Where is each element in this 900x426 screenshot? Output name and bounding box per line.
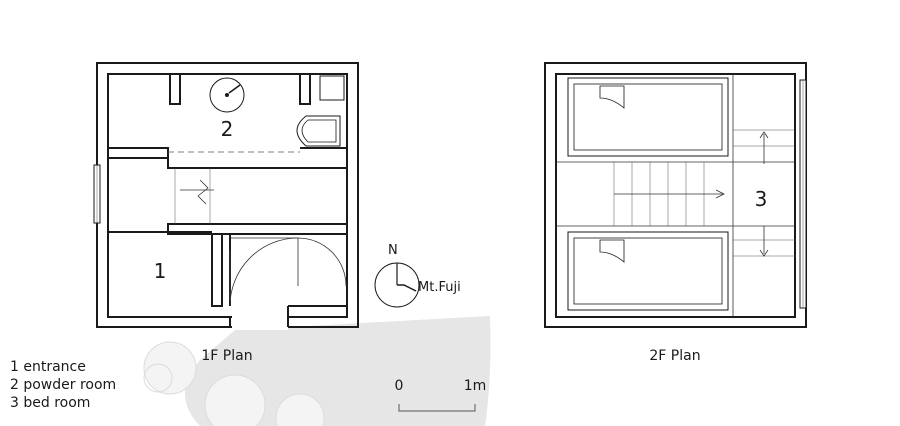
entrance-door	[108, 231, 347, 307]
legend-item-powder-room: 2 powder room	[10, 377, 116, 393]
compass: N Mt.Fuji	[374, 243, 461, 308]
second-floor-inner-wall	[555, 73, 796, 318]
second-floor-plan: 3 2F Plan	[544, 62, 807, 364]
upper-bed	[567, 77, 729, 157]
east-storage	[732, 74, 795, 317]
upper-stair	[556, 161, 795, 227]
washbasin	[209, 77, 245, 113]
scale-start-label: 0	[395, 378, 404, 394]
second-floor-title: 2F Plan	[649, 348, 700, 364]
first-floor-inner-wall	[107, 73, 348, 318]
legend-item-entrance: 1 entrance	[10, 359, 86, 375]
south-opening	[229, 305, 347, 330]
first-floor-plan: 2 1 1F Plan	[93, 62, 359, 364]
room-label-bedroom: 3	[755, 187, 768, 211]
toilet	[296, 75, 345, 147]
first-floor-title: 1F Plan	[201, 348, 252, 364]
legend: 1 entrance 2 powder room 3 bed room	[10, 359, 116, 411]
scale-bar: 0 1m	[395, 378, 487, 412]
compass-direction-label: Mt.Fuji	[418, 280, 461, 295]
room-label-entrance: 1	[154, 259, 167, 283]
lower-bed	[567, 231, 729, 311]
west-window	[93, 164, 101, 224]
scale-bar-line	[398, 404, 476, 412]
fuji-direction-icon	[397, 284, 417, 292]
scale-end-label: 1m	[464, 378, 487, 394]
room-label-powder: 2	[221, 117, 234, 141]
east-window	[799, 79, 807, 309]
ground-stair	[167, 158, 348, 235]
compass-north-label: N	[388, 243, 398, 258]
legend-item-bed-room: 3 bed room	[10, 395, 90, 411]
powder-room-walls	[108, 73, 347, 159]
site-ground	[143, 316, 491, 426]
